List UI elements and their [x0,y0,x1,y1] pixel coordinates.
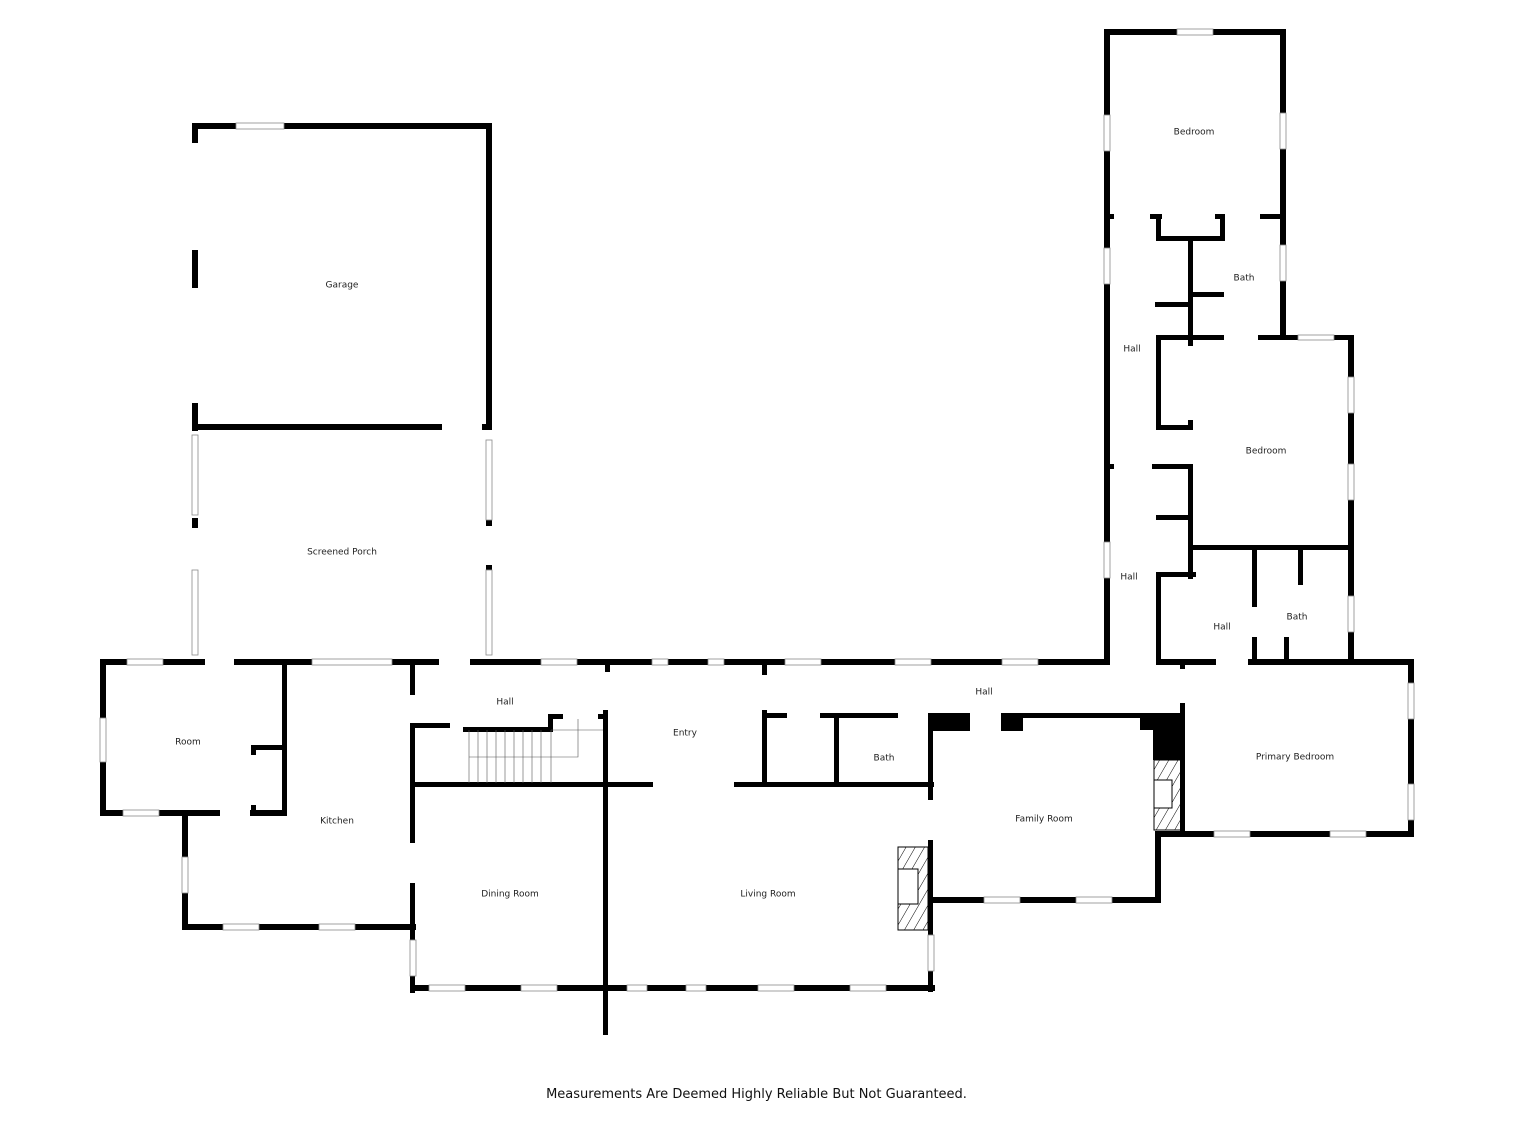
fireplace-family [1153,759,1182,831]
fireplace-living [897,846,929,931]
walls [100,29,1414,1035]
room-label-primary-bedroom: Primary Bedroom [1256,753,1334,763]
room-label-bedroom-east: Bedroom [1246,447,1287,457]
room-label-family-room: Family Room [1015,815,1072,825]
room-label-hall-small: Hall [1213,623,1230,633]
room-labels: Garage Screened Porch Room Kitchen Hall … [175,128,1334,900]
room-label-living-room: Living Room [740,890,795,900]
staircase [468,719,603,783]
room-label-bath-east: Bath [1287,613,1308,623]
room-label-bath-main: Bath [874,754,895,764]
room-label-bath-north: Bath [1234,274,1255,284]
disclaimer-text: Measurements Are Deemed Highly Reliable … [546,1087,967,1102]
room-label-hall-stair: Hall [496,698,513,708]
room-label-bedroom-north: Bedroom [1174,128,1215,138]
room-label-hall-east: Hall [1120,573,1137,583]
room-label-kitchen: Kitchen [320,817,354,827]
room-label-hall-main: Hall [975,688,992,698]
room-label-entry: Entry [673,729,698,739]
windows [99,28,1415,992]
room-label-screened-porch: Screened Porch [307,548,377,558]
room-label-dining-room: Dining Room [481,890,539,900]
room-label-room: Room [175,738,201,748]
room-label-garage: Garage [326,281,359,291]
room-label-hall-north: Hall [1123,345,1140,355]
